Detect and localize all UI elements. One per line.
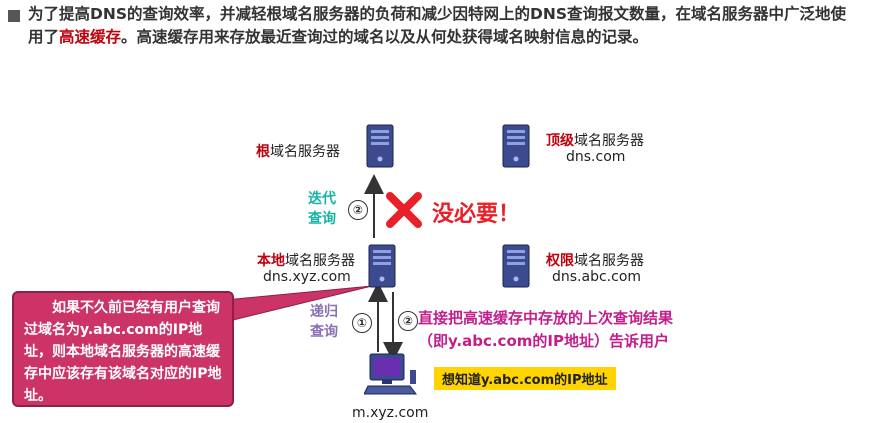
tld-server-icon — [502, 124, 530, 168]
intro-text-part1: 为了提高DNS的查询效率，并减轻根域名服务器的负荷和减少因特网上的DNS查询报文… — [28, 5, 847, 46]
local-server-label: 本地域名服务器 — [257, 253, 355, 269]
local-server-icon — [368, 244, 396, 288]
cache-callout: 如果不久前已经有用户查询过域名为y.abc.com的IP地址，则本地域名服务器的… — [12, 291, 234, 407]
host-computer-icon — [364, 353, 417, 395]
step-2-iterative-badge: ② — [348, 200, 368, 220]
root-server-label: 根域名服务器 — [256, 144, 340, 160]
intro-paragraph: 为了提高DNS的查询效率，并减轻根域名服务器的负荷和减少因特网上的DNS查询报文… — [28, 3, 858, 49]
bullet-square-icon — [8, 10, 20, 22]
intro-highlight: 高速缓存 — [59, 28, 122, 46]
callout-pointer — [224, 285, 373, 323]
local-server-domain: dns.xyz.com — [263, 269, 351, 285]
cross-icon — [386, 192, 422, 228]
tld-server-label: 顶级域名服务器 — [546, 133, 644, 149]
tld-server-domain: dns.com — [566, 149, 626, 165]
want-ip-badge: 想知道y.abc.com的IP地址 — [434, 367, 616, 390]
auth-server-icon — [502, 244, 530, 288]
step-2-reply-badge: ② — [398, 311, 418, 331]
recursive-query-label: 递归查询 — [310, 304, 338, 340]
auth-server-label: 权限域名服务器 — [546, 253, 644, 269]
not-needed-label: 没必要！ — [432, 202, 521, 227]
reply-text: 直接把高速缓存中存放的上次查询结果（即y.abc.com的IP地址）告诉用户 — [418, 309, 674, 350]
intro-text-part2: 。高速缓存用来存放最近查询过的域名以及从何处获得域名映射信息的记录。 — [121, 28, 649, 46]
step-1-recursive-badge: ① — [352, 313, 372, 333]
auth-server-domain: dns.abc.com — [552, 269, 642, 285]
host-domain: m.xyz.com — [352, 405, 429, 421]
root-server-icon — [366, 124, 394, 168]
iterative-query-label: 迭代查询 — [308, 191, 336, 227]
